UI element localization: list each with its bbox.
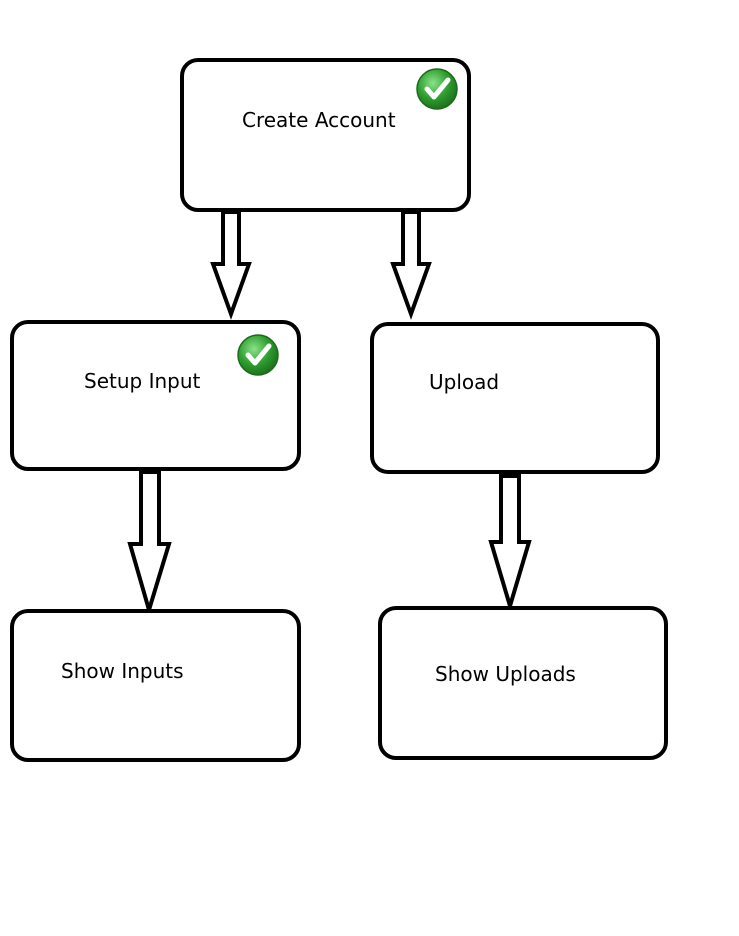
- edge-create-account-to-setup-input: [210, 210, 252, 320]
- node-label: Create Account: [242, 108, 396, 132]
- node-label: Setup Input: [84, 369, 201, 393]
- node-box: [180, 58, 471, 212]
- down-arrow: [210, 210, 252, 320]
- node-box: [10, 609, 301, 762]
- node-label: Show Uploads: [435, 662, 576, 686]
- node-create-account: Create Account: [180, 58, 471, 212]
- node-upload: Upload: [370, 322, 660, 474]
- node-show-uploads: Show Uploads: [378, 606, 668, 760]
- down-arrow: [390, 210, 432, 320]
- node-box: [10, 320, 301, 471]
- green-checkmark-icon: [416, 68, 458, 110]
- edge-setup-input-to-show-inputs: [127, 470, 172, 618]
- down-arrow: [127, 470, 172, 618]
- node-box: [378, 606, 668, 760]
- edge-upload-to-show-uploads: [488, 474, 532, 614]
- edge-create-account-to-upload: [390, 210, 432, 320]
- node-show-inputs: Show Inputs: [10, 609, 301, 762]
- node-label: Show Inputs: [61, 659, 184, 683]
- down-arrow: [488, 474, 532, 614]
- node-setup-input: Setup Input: [10, 320, 301, 471]
- green-checkmark-icon: [237, 334, 279, 376]
- node-label: Upload: [429, 370, 499, 394]
- node-box: [370, 322, 660, 474]
